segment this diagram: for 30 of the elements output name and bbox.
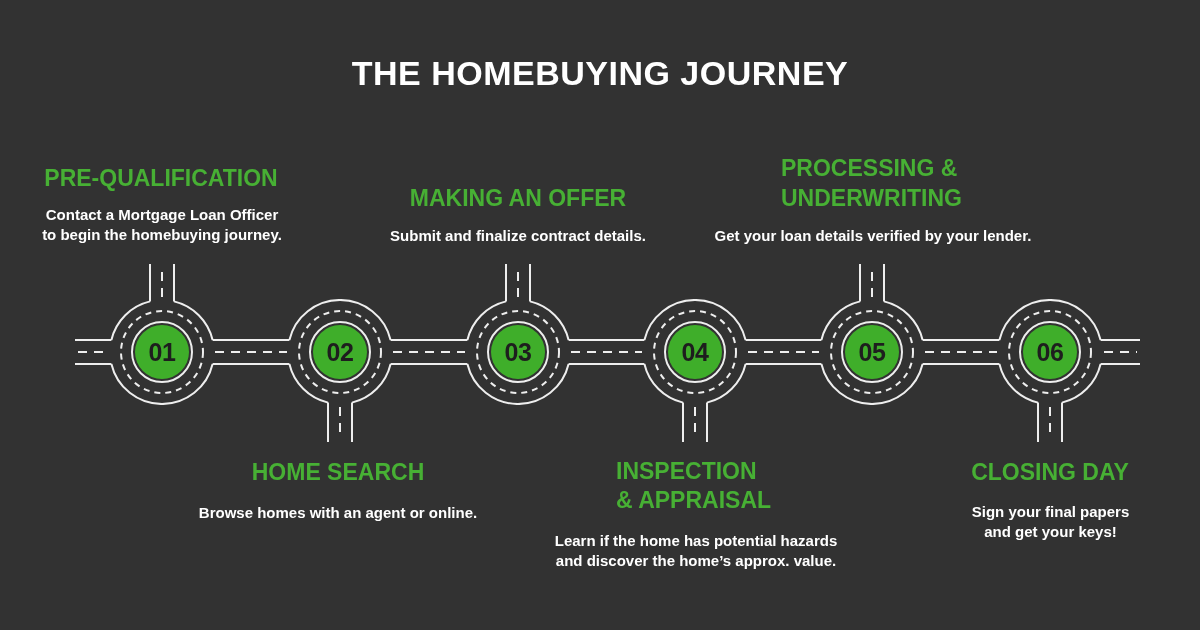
roundabout-node	[287, 299, 393, 405]
step-heading: MAKING AN OFFER	[408, 184, 628, 213]
step-number: 04	[681, 338, 709, 366]
road-connector	[392, 351, 466, 353]
step-description: Learn if the home has potential hazards and discover the home’s approx. value.	[553, 531, 839, 570]
roundabout-node	[465, 299, 571, 405]
step-heading: PRE-QUALIFICATION	[43, 164, 279, 193]
roundabout-node	[819, 299, 925, 405]
step-description: Browse homes with an agent or online.	[197, 503, 479, 523]
step-heading: INSPECTION & APPRAISAL	[616, 457, 773, 515]
roundabout-node	[997, 299, 1103, 405]
step-heading: CLOSING DAY	[970, 458, 1130, 487]
step-description: Sign your final papers and get your keys!	[970, 502, 1131, 541]
step-number: 03	[504, 338, 532, 366]
step-number: 02	[326, 338, 354, 366]
step-number: 01	[148, 338, 176, 366]
road-connector	[924, 351, 998, 353]
step-description: Submit and finalize contract details.	[389, 226, 647, 246]
step-heading: HOME SEARCH	[250, 458, 426, 487]
road-connector	[747, 351, 820, 353]
step-description: Get your loan details verified by your lender.	[713, 226, 1033, 246]
page-title: THE HOMEBUYING JOURNEY	[351, 53, 849, 94]
road-connector	[214, 351, 288, 353]
step-heading: PROCESSING & UNDERWRITING	[781, 154, 963, 213]
roundabout-node	[642, 299, 748, 405]
step-number: 05	[858, 338, 886, 366]
road-connector	[570, 351, 643, 353]
step-number: 06	[1036, 338, 1064, 366]
roundabout-node	[109, 299, 215, 405]
step-description: Contact a Mortgage Loan Officer to begin the homebuying journey.	[41, 205, 283, 244]
